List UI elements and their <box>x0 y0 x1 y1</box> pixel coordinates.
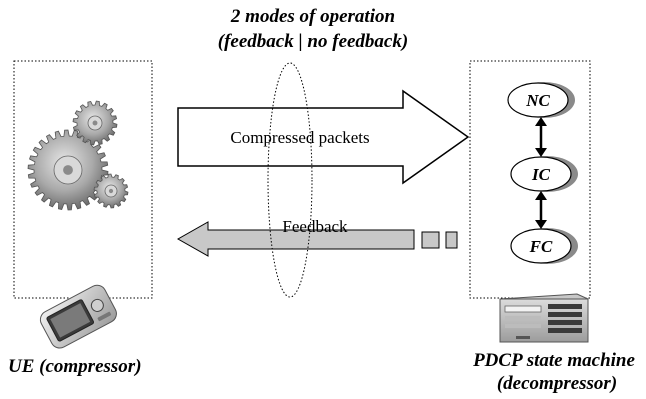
pda-device-icon <box>39 284 117 349</box>
pdcp-label-line1: PDCP state machine <box>472 350 635 371</box>
compressed-packets-arrow <box>177 89 470 185</box>
state-nc: NC <box>507 82 575 118</box>
feedback-arrow <box>176 221 415 257</box>
state-fc-label: FC <box>529 237 553 256</box>
feedback-packet-2 <box>445 231 458 249</box>
feedback-packet-1 <box>421 231 440 249</box>
ue-label: UE (compressor) <box>8 356 142 377</box>
transition-ic-fc <box>535 191 547 229</box>
state-nc-label: NC <box>525 91 550 110</box>
header-line1: 2 modes of operation <box>230 6 395 27</box>
compressed-packets-label: Compressed packets <box>230 128 369 147</box>
state-fc: FC <box>510 228 578 264</box>
ue-box <box>13 60 153 299</box>
state-ic: IC <box>510 156 578 192</box>
server-icon <box>499 293 589 343</box>
header-line2: (feedback | no feedback) <box>218 31 408 52</box>
transition-nc-ic <box>535 117 547 157</box>
modes-ellipse <box>267 62 313 298</box>
gears-icon <box>27 100 129 211</box>
feedback-label: Feedback <box>282 217 348 236</box>
state-ic-label: IC <box>531 165 551 184</box>
pdcp-label-line2: (decompressor) <box>497 373 617 394</box>
